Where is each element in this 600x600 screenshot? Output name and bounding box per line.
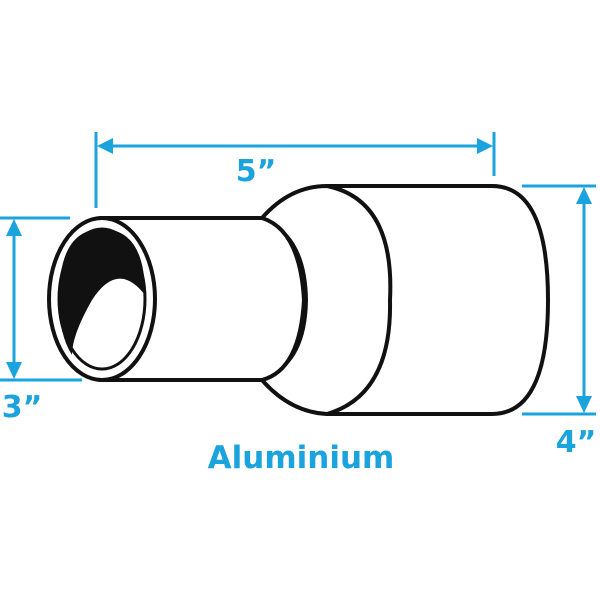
length-arrow-left	[97, 138, 113, 154]
outlet-arrow-top	[576, 187, 592, 204]
length-arrow-right	[477, 138, 493, 154]
length-dimension	[94, 132, 496, 208]
inlet-diameter-dimension	[0, 216, 82, 382]
outlet-diameter-dimension	[522, 184, 596, 416]
outlet-arrow-bottom	[576, 396, 592, 413]
inlet-arrow-top	[6, 219, 22, 236]
inlet-diameter-label: 3”	[2, 390, 43, 425]
outlet-diameter-label: 4”	[556, 425, 597, 460]
exhaust-tip-drawing	[47, 184, 550, 416]
length-label: 5”	[236, 154, 277, 189]
material-label: Aluminium	[208, 440, 395, 476]
inlet-tube-body	[98, 216, 306, 382]
inlet-interior-shadow	[59, 229, 145, 355]
inlet-arrow-bottom	[6, 362, 22, 379]
